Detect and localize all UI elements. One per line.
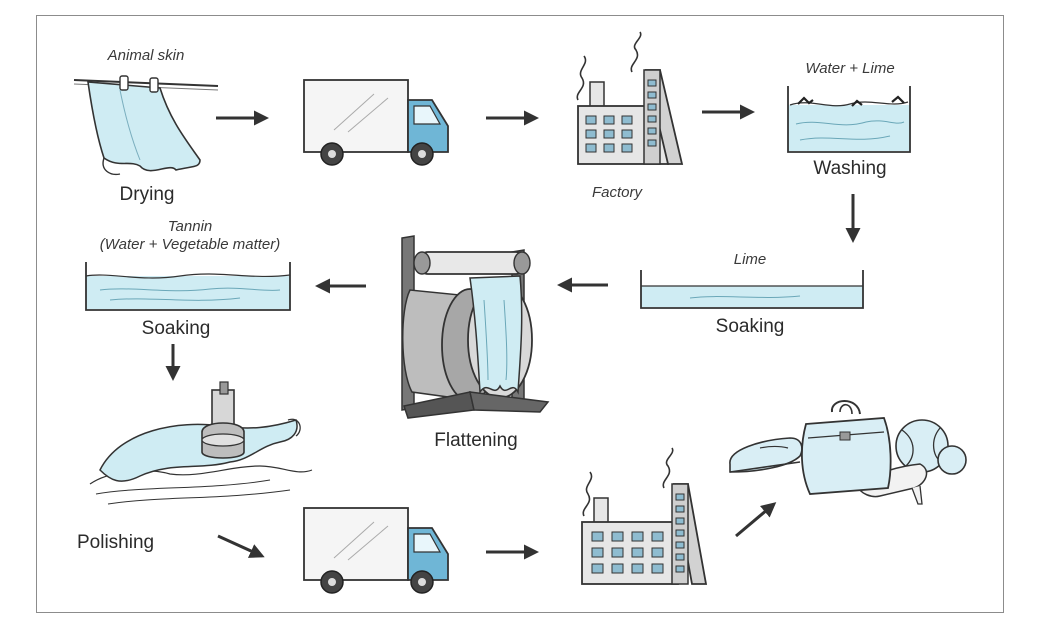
tannin-composition-label: (Water + Vegetable matter): [99, 236, 281, 253]
tannin-soaking-tank-illustration: [85, 262, 291, 311]
leather-products-illustration: [729, 400, 967, 505]
arrow-polishing-to-truck: [217, 534, 265, 558]
truck-icon: [303, 79, 449, 166]
washing-tank-illustration: [787, 86, 911, 153]
flattening-label: Flattening: [434, 430, 518, 451]
factory-icon: [576, 31, 684, 165]
soaking-lime-label: Soaking: [715, 316, 785, 337]
animal-skin-label: Animal skin: [107, 47, 185, 64]
drying-label: Drying: [119, 184, 175, 205]
truck-icon: [303, 507, 449, 594]
washing-label: Washing: [813, 158, 887, 179]
soaking-tannin-label: Soaking: [141, 318, 211, 339]
arrow-factory-to-products: [735, 502, 777, 538]
factory-icon: [581, 447, 708, 585]
lime-soaking-tank-illustration: [640, 270, 864, 309]
tannin-label: Tannin: [167, 218, 213, 235]
lime-label: Lime: [733, 251, 767, 268]
flattening-machine-illustration: [401, 235, 550, 419]
drying-skin-illustration: [73, 75, 219, 176]
water-lime-label: Water + Lime: [805, 60, 895, 77]
polishing-label: Polishing: [77, 532, 155, 553]
factory-label: Factory: [591, 184, 643, 201]
polishing-illustration: [89, 381, 313, 505]
